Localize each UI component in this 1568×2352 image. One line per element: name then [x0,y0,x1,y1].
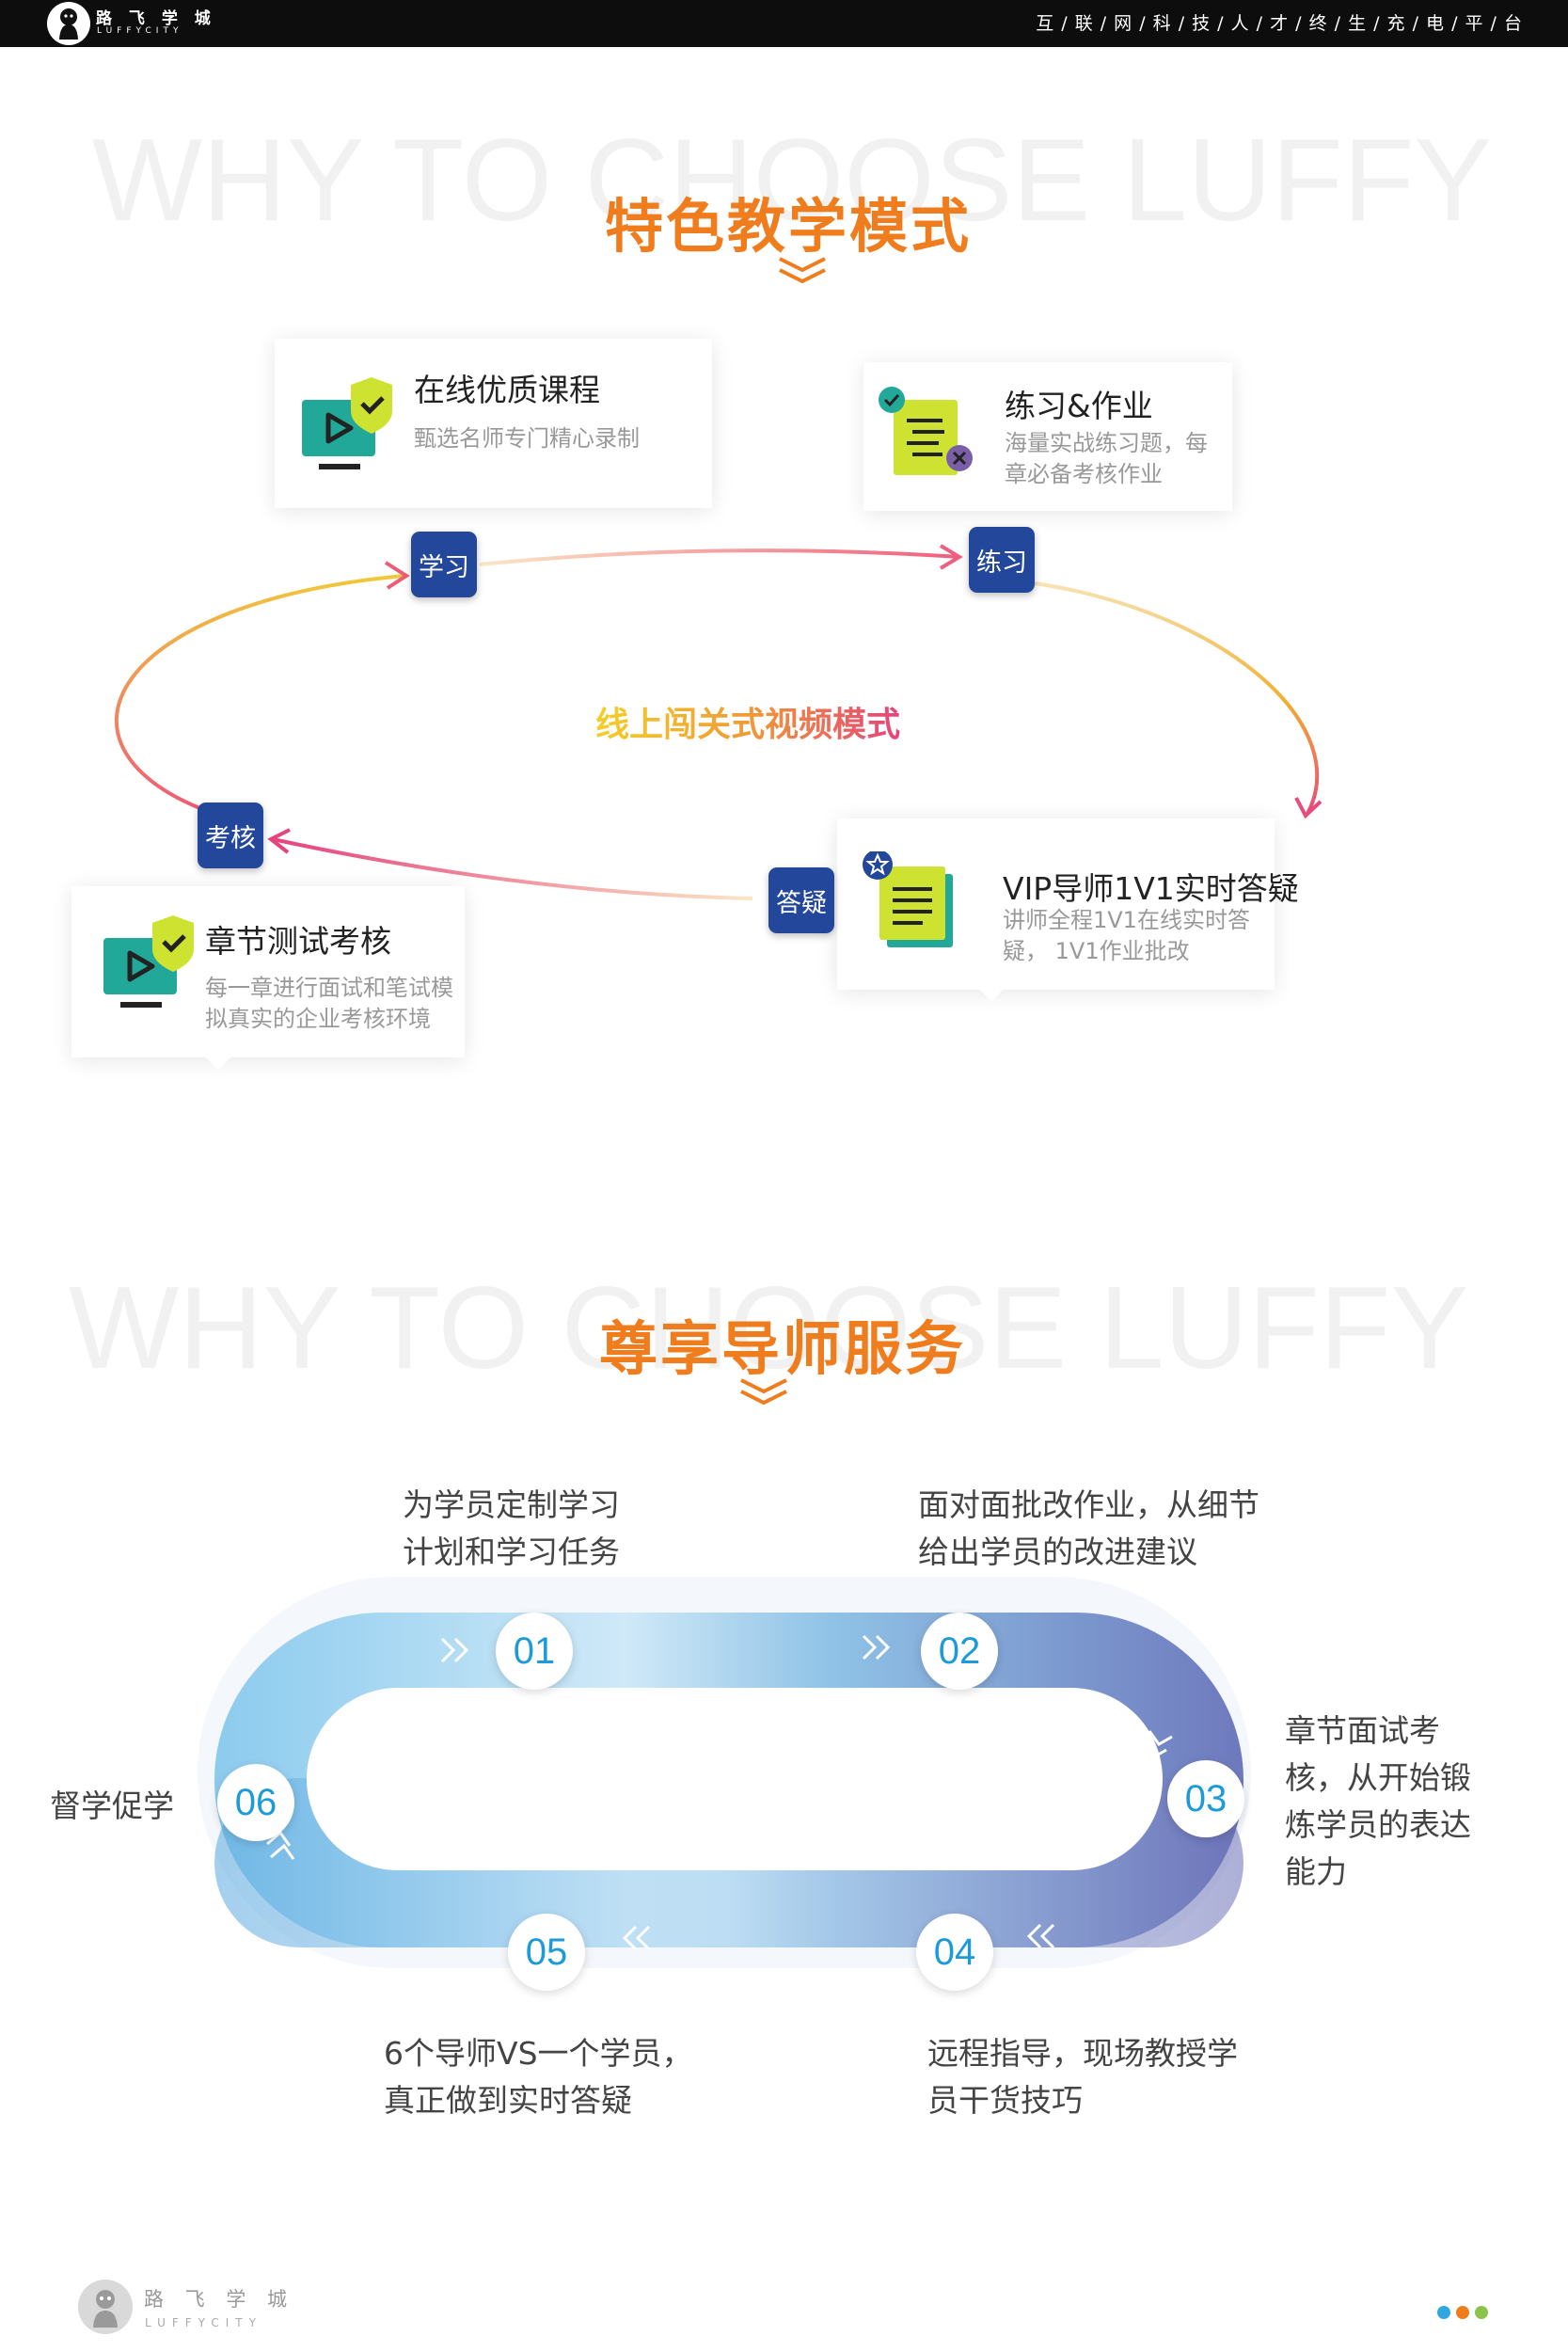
center-mode-label: 线上闯关式视频模式 [595,697,900,746]
card-pointer [978,988,1005,1002]
step-text-05: 6个导师VS一个学员，真正做到实时答疑 [384,2035,693,2119]
page-dot-1 [1437,2306,1450,2319]
step-number-04: 04 [916,1914,993,1991]
card-title: VIP导师1V1实时答疑 [1003,870,1299,907]
document-check-icon [879,387,973,475]
step-number-02: 02 [921,1613,998,1690]
card-description: 甄选名师专门精心录制 [414,425,640,452]
card-description: 讲师全程1V1在线实时答疑， 1V1作业批改 [1003,907,1250,964]
card-description: 每一章进行面试和笔试模拟真实的企业考核环境 [205,975,453,1032]
chevron-down-icon [740,1378,787,1406]
video-play-shield-icon [302,377,392,469]
card-online-course: 在线优质课程 甄选名师专门精心录制 [275,339,712,508]
step-text-03: 章节面试考核，从开始锻炼学员的表达能力 [1285,1712,1471,1890]
top-bar [0,0,1568,47]
logo-text-en: LUFFYCITY [97,26,183,36]
footer-logo-cn: 路 飞 学 城 [144,2288,295,2311]
card-description: 海量实战练习题，每章必备考核作业 [1005,430,1208,487]
step-number-01: 01 [496,1613,573,1690]
page-dot-3 [1475,2306,1488,2319]
footer-logo-en: LUFFYCITY [145,2316,262,2329]
section2-bg-watermark: WHY TO CHOOSE LUFFY [69,1263,1469,1393]
tag-practice: 练习 [969,527,1035,593]
tag-exam: 考核 [198,803,263,868]
section1-bg-watermark: WHY TO CHOOSE LUFFY [92,116,1493,246]
step-text-06: 督学促学 [50,1788,174,1824]
step-text-01: 为学员定制学习计划和学习任务 [403,1486,620,1570]
tag-learn: 学习 [411,532,477,597]
card-title: 练习&作业 [1005,388,1153,424]
card-chapter-test: 章节测试考核 每一章进行面试和笔试模拟真实的企业考核环境 [71,886,465,1057]
card-vip-answer: VIP导师1V1实时答疑 讲师全程1V1在线实时答疑， 1V1作业批改 [837,818,1299,990]
chevron-down-icon [779,257,826,284]
step-number-03: 03 [1167,1760,1244,1837]
logo-text-cn: 路 飞 学 城 [96,9,216,28]
video-play-shield-icon [103,915,194,1008]
section2-title: 尊享导师服务 [599,1314,967,1383]
step-text-04: 远程指导，现场教授学员干货技巧 [927,2035,1238,2119]
card-pointer [205,1057,231,1071]
tag-answer: 答疑 [768,867,834,933]
step-text-02: 面对面批改作业，从细节给出学员的改进建议 [918,1486,1259,1570]
footer-logo-icon [78,2280,133,2334]
cycle-arrows-diagram [114,544,1323,900]
document-star-icon [863,851,953,947]
step-number-05: 05 [508,1914,585,1991]
luffy-logo-icon[interactable] [47,2,90,45]
card-title: 章节测试考核 [205,923,391,960]
card-title: 在线优质课程 [414,372,600,408]
header-slogan: 互 / 联 / 网 / 科 / 技 / 人 / 才 / 终 / 生 / 充 / … [1036,13,1523,34]
page-dot-2 [1456,2306,1469,2319]
step-number-06: 06 [217,1764,294,1841]
card-exercise-homework: 练习&作业 海量实战练习题，每章必备考核作业 [863,362,1232,511]
section1-title: 特色教学模式 [605,192,973,261]
